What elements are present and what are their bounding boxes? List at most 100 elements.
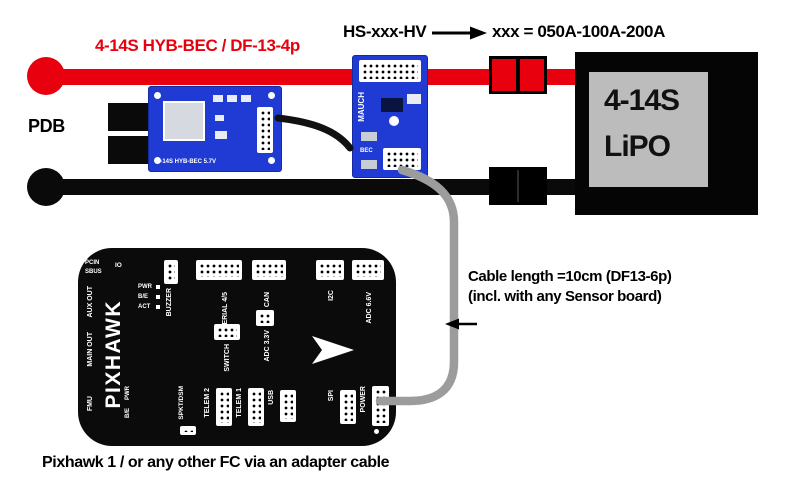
df13-4p-connector [257, 107, 273, 153]
connector-pins [355, 263, 381, 277]
spkt-connector [180, 426, 196, 435]
smd-component [227, 95, 237, 102]
red-wire-end-ball [27, 57, 65, 95]
cable-note-line2: (incl. with any Sensor board) [468, 288, 662, 305]
sensor-variants: xxx = 050A-100A-200A [492, 22, 665, 41]
port-spi: SPI [328, 390, 335, 402]
lipo-label-line2: LiPO [604, 130, 671, 163]
lipo-battery: 4-14S LiPO [575, 52, 758, 215]
connector-pins [343, 393, 353, 421]
port-telem2: TELEM 2 [204, 388, 211, 418]
red-bullet-connector [489, 56, 547, 94]
connector-pins [167, 263, 175, 281]
smd-component [215, 115, 224, 121]
connector-pins [217, 327, 237, 337]
variants-arrow [432, 26, 487, 40]
connector-pins [362, 63, 418, 79]
sensor-brand: MAUCH [357, 92, 366, 122]
port-usb: USB [268, 390, 275, 405]
label-main-out: MAIN OUT [87, 332, 94, 367]
connector-pins [386, 151, 418, 167]
pdb-connector-bottom [108, 136, 152, 164]
usb-connector [280, 390, 296, 422]
lipo-label-plate: 4-14S LiPO [589, 72, 708, 187]
shunt-resistor [361, 160, 377, 169]
hyb-bec-board: 4-14S HYB-BEC 5.7V [148, 86, 282, 172]
label-io: IO [115, 262, 122, 269]
bec-module-chip [163, 101, 205, 141]
status-led [156, 295, 160, 299]
board-led-dot [374, 429, 379, 434]
red-bullet-half [520, 59, 544, 91]
screw-hole [154, 92, 161, 99]
buzzer-connector [164, 260, 178, 284]
pixhawk-board: PCIN SBUS IO AUX OUT MAIN OUT FMU PWR B/… [78, 248, 396, 446]
status-led [156, 305, 160, 309]
black-bullet-connector [489, 167, 547, 205]
led-label-be: B/E [138, 294, 149, 300]
smd-component [215, 131, 227, 139]
label-aux-out: AUX OUT [87, 286, 94, 318]
telem1-connector [248, 388, 264, 426]
sensor-title: HS-xxx-HV [343, 22, 427, 41]
black-wire-end-ball [27, 168, 65, 206]
serial45-connector [196, 260, 242, 280]
power-connector [372, 386, 389, 426]
connector-pins [199, 263, 239, 277]
caption: Pixhawk 1 / or any other FC via an adapt… [42, 454, 390, 471]
connector-pins [255, 263, 283, 277]
connector-pins [183, 429, 193, 432]
port-adc66: ADC 6.6V [366, 292, 373, 324]
pdb-connector-top [108, 103, 152, 131]
connector-pins [319, 263, 341, 277]
sensor-silkscreen: BEC [360, 148, 373, 154]
led-label-pwr: PWR [138, 284, 152, 290]
bec-title: 4-14S HYB-BEC / DF-13-4p [95, 36, 300, 55]
pixhawk-brand: PIXHAWK [102, 300, 125, 409]
pdb-label: PDB [28, 116, 65, 136]
label-sbus: SBUS [85, 269, 102, 275]
port-buzzer: BUZZER [166, 288, 173, 317]
connector-pins [375, 389, 386, 423]
connector-pins [219, 391, 229, 423]
port-i2c: I2C [328, 290, 335, 301]
adc66-connector [352, 260, 384, 280]
adc33-connector [256, 310, 274, 326]
red-bullet-half [492, 59, 516, 91]
label-edge-be: B/E [125, 408, 131, 419]
spi-connector [340, 390, 356, 424]
lipo-label-line1: 4-14S [604, 84, 680, 117]
red-power-wire [40, 69, 592, 85]
port-can: CAN [264, 292, 271, 308]
label-pcin: PCIN [85, 260, 100, 266]
port-switch: SWITCH [224, 344, 231, 372]
led-label-act: ACT [138, 304, 151, 310]
port-spkt-dsm: SPKT/DSM [178, 386, 185, 420]
connector-pins [251, 391, 261, 423]
port-telem1: TELEM 1 [236, 388, 243, 418]
port-adc33: ADC 3.3V [264, 330, 271, 362]
bec-to-sensor-cable [274, 114, 354, 152]
connector-pins [260, 110, 270, 150]
smd-component [213, 95, 223, 102]
black-bullet-seam [517, 170, 519, 202]
switch-connector [214, 324, 240, 340]
df13-6p-connector-bottom [383, 148, 421, 170]
shunt-resistor [361, 132, 377, 141]
screw-hole [154, 157, 161, 164]
label-fmu: FMU [87, 396, 94, 412]
board-hole [389, 116, 399, 126]
df13-6p-connector-top [359, 60, 421, 82]
can-connector [252, 260, 286, 280]
cable-note-line1: Cable length =10cm (DF13-6p) [468, 268, 672, 285]
i2c-connector [316, 260, 344, 280]
telem2-connector [216, 388, 232, 426]
connector-pins [283, 393, 293, 419]
status-led [156, 285, 160, 289]
smd-component [241, 95, 251, 102]
screw-hole [268, 157, 275, 164]
port-power: POWER [360, 386, 367, 413]
connector-pins [259, 313, 271, 323]
screw-hole [268, 92, 275, 99]
